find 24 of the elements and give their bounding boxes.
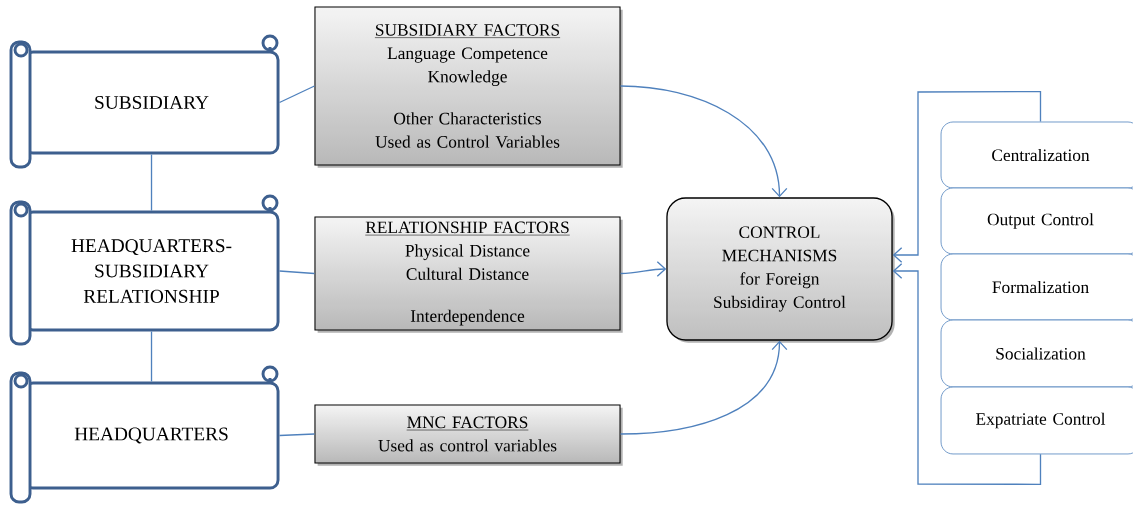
arrow <box>892 90 1042 263</box>
mechanism-box: CONTROL MECHANISMS for Foreign Subsidiray Control <box>666 197 895 343</box>
scroll-box: HEADQUARTERS- SUBSIDIARY RELATIONSHIP <box>9 194 280 346</box>
mechanism-item-box: Formalization <box>940 253 1133 321</box>
factor-box: MNC FACTORS Used as control variables <box>314 404 623 466</box>
factor-box: SUBSIDIARY FACTORS Language Competence Knowledge Other Characteristics Used as Control Variables <box>314 6 623 168</box>
node-label: Formalization <box>992 280 1089 294</box>
arrow <box>619 261 667 277</box>
arrow <box>619 85 788 198</box>
mechanism-item-box: Expatriate Control <box>940 386 1133 455</box>
connector-line <box>278 270 316 275</box>
node-label: Socialization <box>996 347 1086 360</box>
mechanism-item-box: Output Control <box>940 187 1133 255</box>
arrow <box>619 340 788 435</box>
connector-line <box>150 153 153 212</box>
connector-line <box>150 330 153 383</box>
factor-box: RELATIONSHIP FACTORS Physical Distance Cultural Distance Interdependence <box>314 216 623 333</box>
scroll-box: HEADQUARTERS <box>9 365 280 504</box>
arrow <box>892 263 1042 486</box>
mechanism-item-box: Socialization <box>940 319 1133 388</box>
connector-line <box>278 433 316 437</box>
connector-line <box>278 85 316 104</box>
scroll-box: SUBSIDIARY <box>9 34 280 169</box>
mechanism-item-box: Centralization <box>940 121 1133 189</box>
